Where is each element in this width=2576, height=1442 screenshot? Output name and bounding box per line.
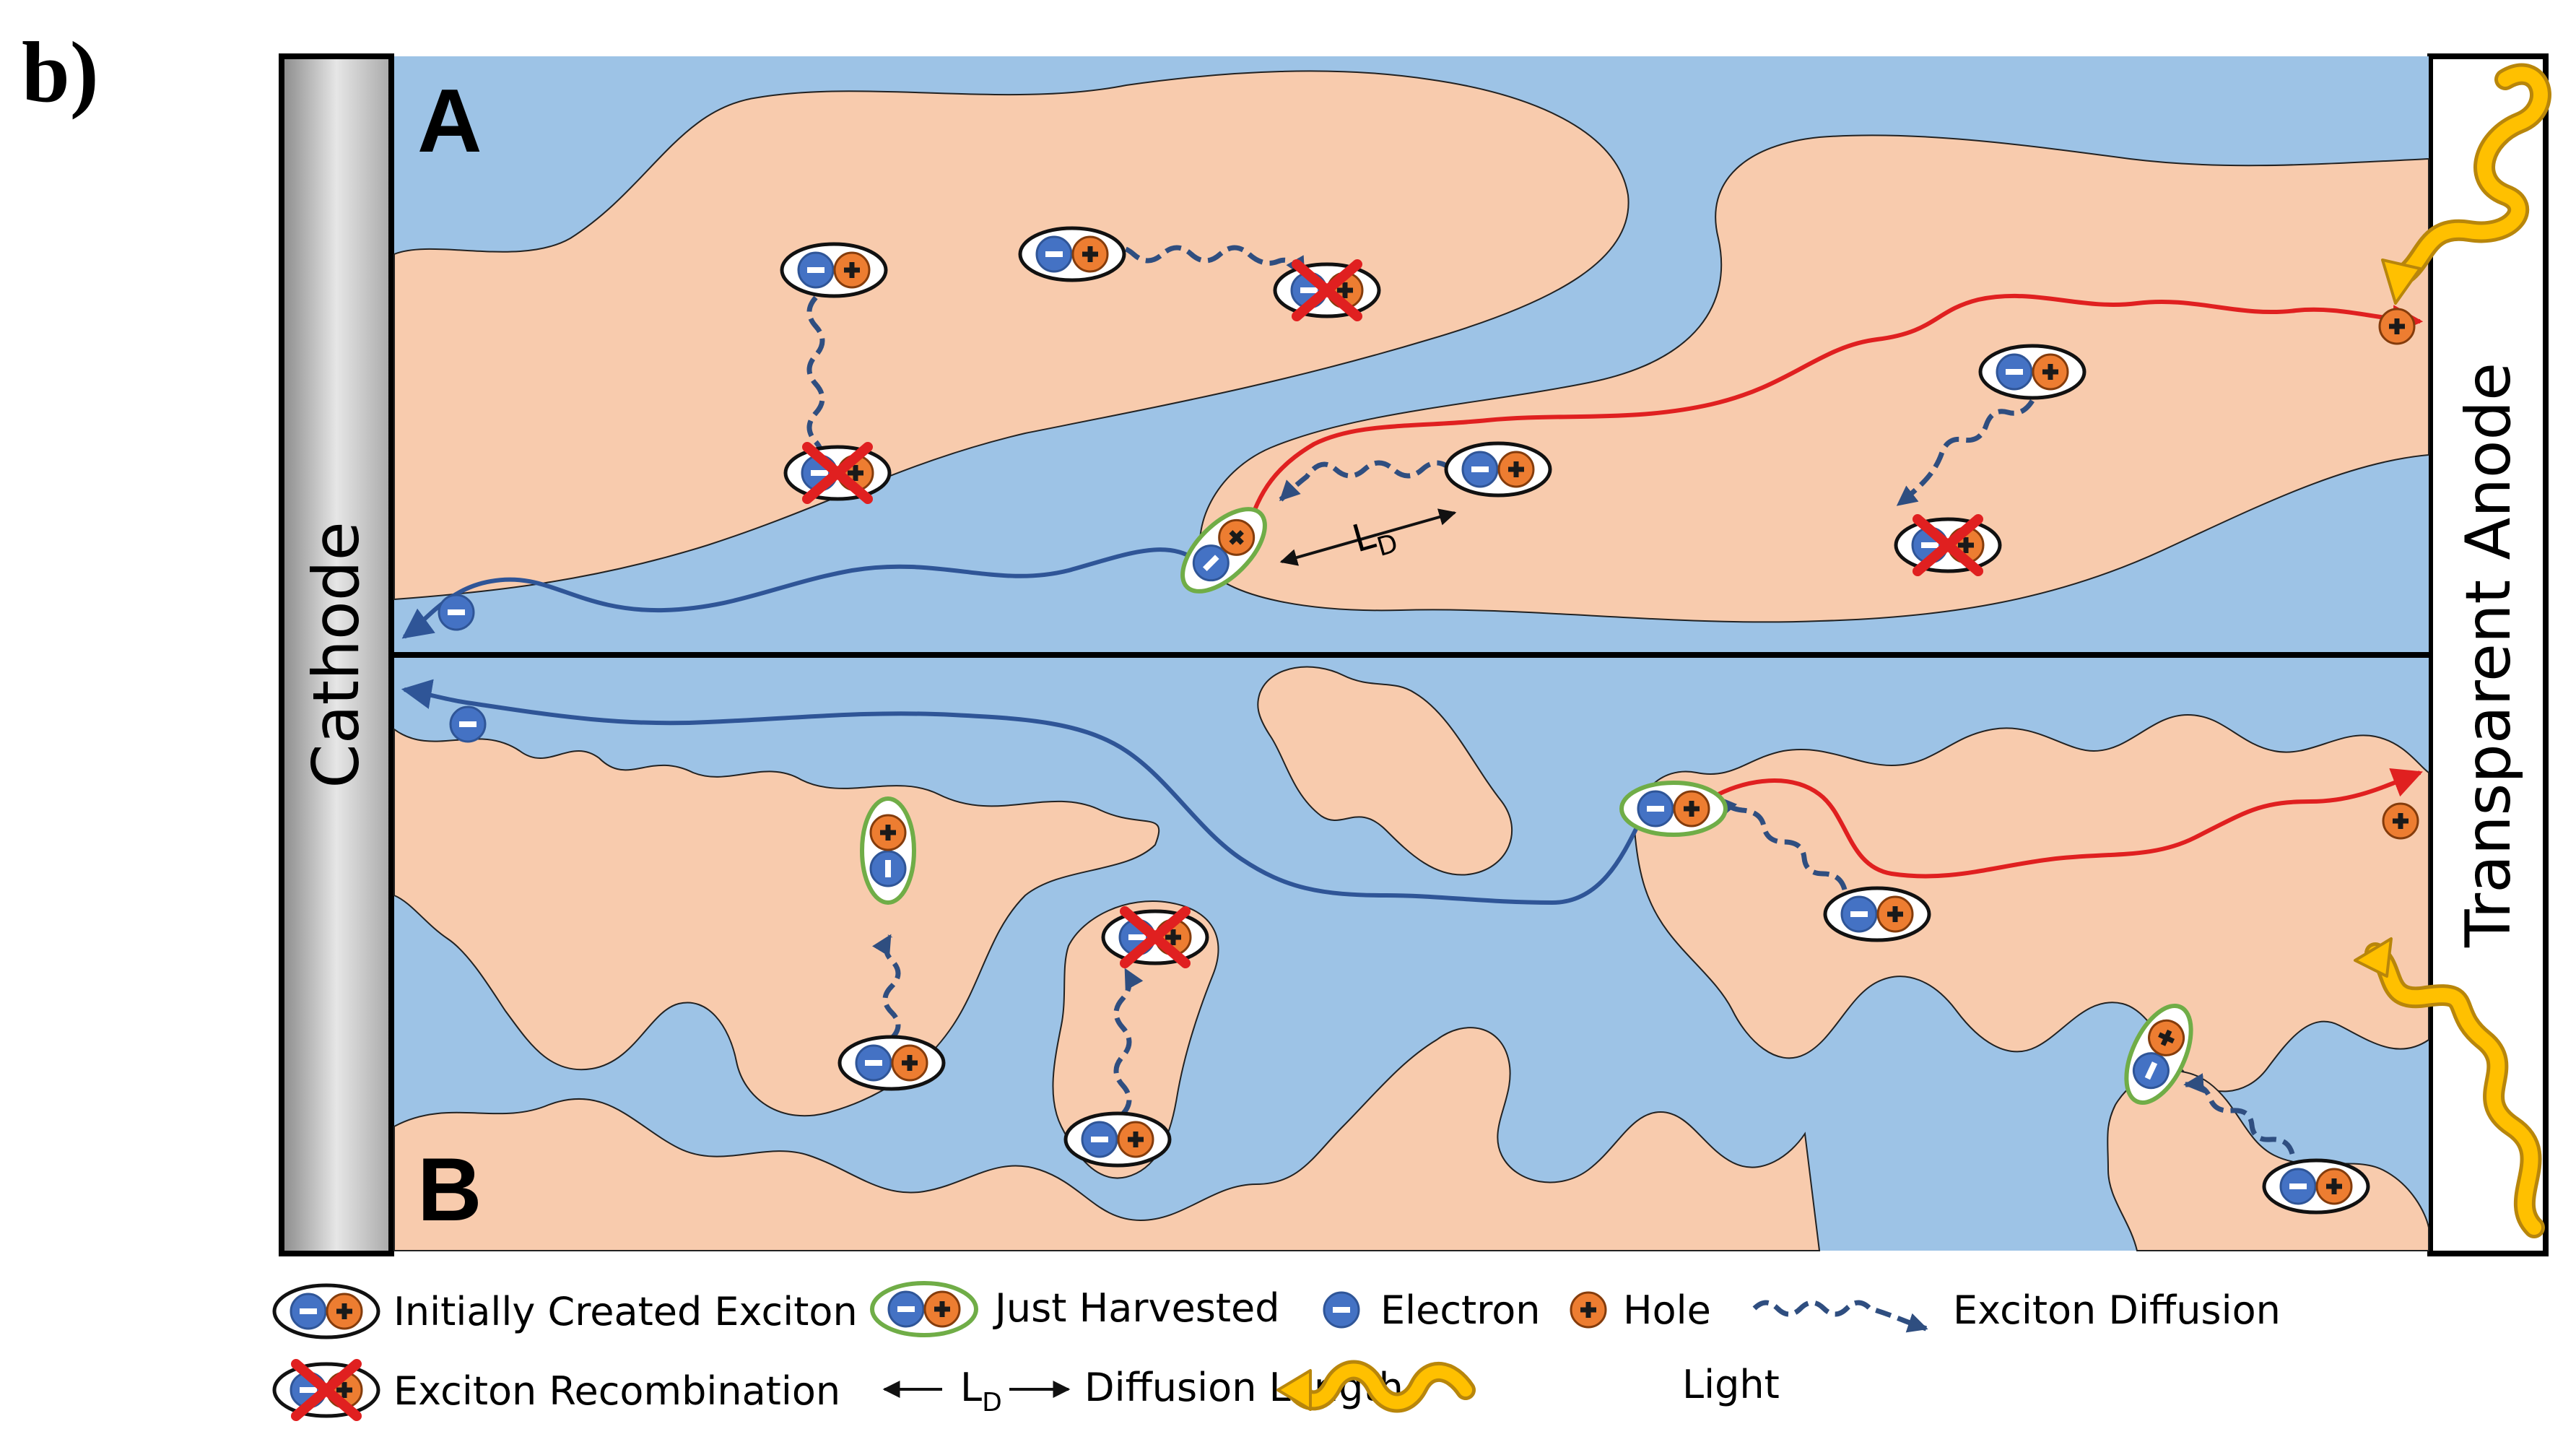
- legend-initial-exciton-label: Initially Created Exciton: [393, 1289, 858, 1334]
- panel-b-exciton-3: [1825, 888, 1929, 940]
- legend-electron-label: Electron: [1380, 1287, 1540, 1333]
- light-wave-top: [2381, 63, 2551, 305]
- legend-item-exciton-diffusion: Exciton Diffusion: [1752, 1287, 2281, 1333]
- panel-b-collected-electron: [449, 705, 487, 743]
- panel-b-diffusion-4: [2183, 1073, 2295, 1155]
- panel-b-letter: B: [417, 1140, 482, 1240]
- panel-a-hole-path: [1243, 294, 2424, 539]
- panel-a-collected-electron: [438, 594, 475, 631]
- legend-light-label: Light: [1682, 1362, 1780, 1407]
- panel-b-diffusion-3: [1715, 795, 1848, 891]
- legend-item-hole: Hole: [1570, 1287, 1711, 1333]
- legend-recombination-icon: [274, 1364, 378, 1416]
- panel-b-diffusion-2: [1113, 968, 1144, 1116]
- panel-a-diffusion-4: [1896, 399, 2035, 507]
- panel-b-exciton-1: [840, 1037, 944, 1089]
- legend-exciton-icon: [274, 1285, 378, 1337]
- legend-diffusion-length-symbol: LD: [960, 1365, 1002, 1417]
- legend-item-light: Light: [1276, 1360, 1780, 1413]
- legend-item-electron: Electron: [1323, 1287, 1540, 1333]
- panel-a-collected-hole: [2378, 308, 2416, 345]
- legend-exciton-diffusion-label: Exciton Diffusion: [1953, 1287, 2281, 1333]
- panel-b-exciton-4: [2264, 1160, 2368, 1212]
- panel-a-electron-path: [401, 547, 1204, 639]
- light-wave-bottom: [2354, 937, 2545, 1238]
- legend: Initially Created Exciton Just Harvested…: [274, 1283, 2281, 1417]
- panel-a-diffusion-3: [1279, 460, 1453, 502]
- legend-hole-icon: [1570, 1291, 1607, 1329]
- cathode-electrode: [279, 53, 394, 1256]
- panel-b-just-harvested-1: [862, 799, 914, 903]
- panel-a-letter: A: [417, 71, 482, 171]
- panel-b-just-harvested-2: [1622, 783, 1726, 835]
- legend-just-harvested-label: Just Harvested: [993, 1285, 1280, 1331]
- panel-b-recombination-1: [1103, 911, 1207, 963]
- panel-a-recombination-2: [1275, 264, 1379, 316]
- legend-item-initial-exciton: Initially Created Exciton: [274, 1285, 858, 1337]
- legend-hole-label: Hole: [1623, 1287, 1711, 1333]
- panel-a-donor-domain-right: [1198, 134, 2429, 623]
- cathode-label: Cathode: [299, 521, 373, 789]
- panel-b-exciton-2: [1066, 1113, 1170, 1165]
- panel-b-donor-domain-2: [1257, 666, 1513, 876]
- legend-exciton-recombination-label: Exciton Recombination: [393, 1368, 840, 1414]
- legend-item-just-harvested: Just Harvested: [872, 1283, 1280, 1335]
- legend-light-icon: [1276, 1360, 1476, 1413]
- panel-b-donor-domain-1: [393, 728, 1160, 1117]
- panel-b-hole-path: [1717, 768, 2423, 879]
- panel-a-exciton-2: [1020, 228, 1124, 280]
- legend-harvested-icon: [872, 1283, 976, 1335]
- panel-a-diffusion-2: [1102, 245, 1307, 278]
- anode-label: Transparent Anode: [2453, 362, 2525, 948]
- figure-label: b): [22, 24, 99, 120]
- legend-item-exciton-recombination: Exciton Recombination: [274, 1364, 840, 1416]
- panel-b-collected-hole: [2382, 802, 2419, 840]
- legend-diffusion-icon: [1752, 1300, 1928, 1333]
- panel-a-exciton-3: [1446, 443, 1550, 495]
- panel-b-donor-domain-4: [393, 1027, 1821, 1251]
- panel-a-exciton-4: [1980, 346, 2084, 398]
- panel-a-recombination-3: [1896, 519, 2000, 571]
- panel-a-diffusion-length-arrow: [1279, 508, 1457, 566]
- panel-a-diffusion-1: [806, 295, 837, 469]
- panel-a-exciton-1: [782, 244, 886, 296]
- panel-b-electron-path: [401, 679, 1645, 905]
- panel-a: LD A: [393, 56, 2429, 655]
- panel-b: B: [393, 658, 2429, 1251]
- panel-b-diffusion-1: [872, 934, 901, 1041]
- legend-electron-icon: [1323, 1291, 1360, 1329]
- panel-a-recombination-1: [786, 447, 889, 499]
